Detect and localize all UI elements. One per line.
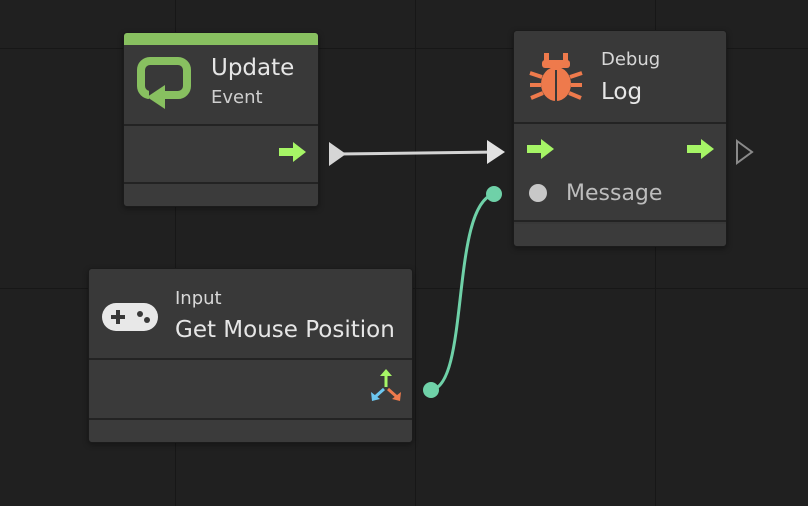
message-port-label: Message xyxy=(566,181,663,206)
update-event-ports xyxy=(124,126,318,182)
update-event-node[interactable]: Update Event xyxy=(123,32,319,207)
gamepad-icon xyxy=(102,303,158,331)
debug-log-header: Debug Log xyxy=(514,31,726,124)
debug-log-footer xyxy=(514,224,726,246)
flow-wire-end-triangle xyxy=(487,140,505,164)
bug-icon xyxy=(529,53,583,101)
debug-log-ports: Message xyxy=(514,124,726,222)
vector3-axes-icon[interactable] xyxy=(369,368,403,402)
get-mouse-position-node[interactable]: Input Get Mouse Position xyxy=(88,268,413,443)
debug-log-node[interactable]: Debug Log Message xyxy=(513,30,727,247)
update-event-footer xyxy=(124,182,318,206)
update-loop-icon xyxy=(137,57,191,109)
debug-log-category: Debug xyxy=(601,49,661,70)
update-event-subtitle: Event xyxy=(211,87,263,108)
flow-arrow-icon[interactable] xyxy=(278,140,308,164)
flow-arrow-icon[interactable] xyxy=(686,137,716,161)
value-wire-end-knob[interactable] xyxy=(486,186,502,202)
message-port-dot[interactable] xyxy=(529,184,547,202)
get-mouse-position-header: Input Get Mouse Position xyxy=(89,269,412,360)
log-output-flow-port-empty[interactable] xyxy=(736,139,754,165)
get-mouse-position-ports xyxy=(89,360,412,418)
update-event-header: Update Event xyxy=(124,45,318,126)
update-event-title: Update xyxy=(211,55,295,81)
debug-log-divider xyxy=(514,220,726,222)
flow-arrow-icon[interactable] xyxy=(526,137,556,161)
flow-connection-wire[interactable] xyxy=(337,150,499,156)
event-accent-bar xyxy=(124,33,318,45)
get-mouse-position-title: Get Mouse Position xyxy=(175,317,395,343)
value-wire-start-knob[interactable] xyxy=(423,382,439,398)
value-connection-wire[interactable] xyxy=(430,192,495,392)
get-mouse-position-category: Input xyxy=(175,288,222,309)
debug-log-title: Log xyxy=(601,79,643,105)
get-mouse-position-footer xyxy=(89,418,412,442)
flow-wire-start-triangle xyxy=(329,142,346,166)
